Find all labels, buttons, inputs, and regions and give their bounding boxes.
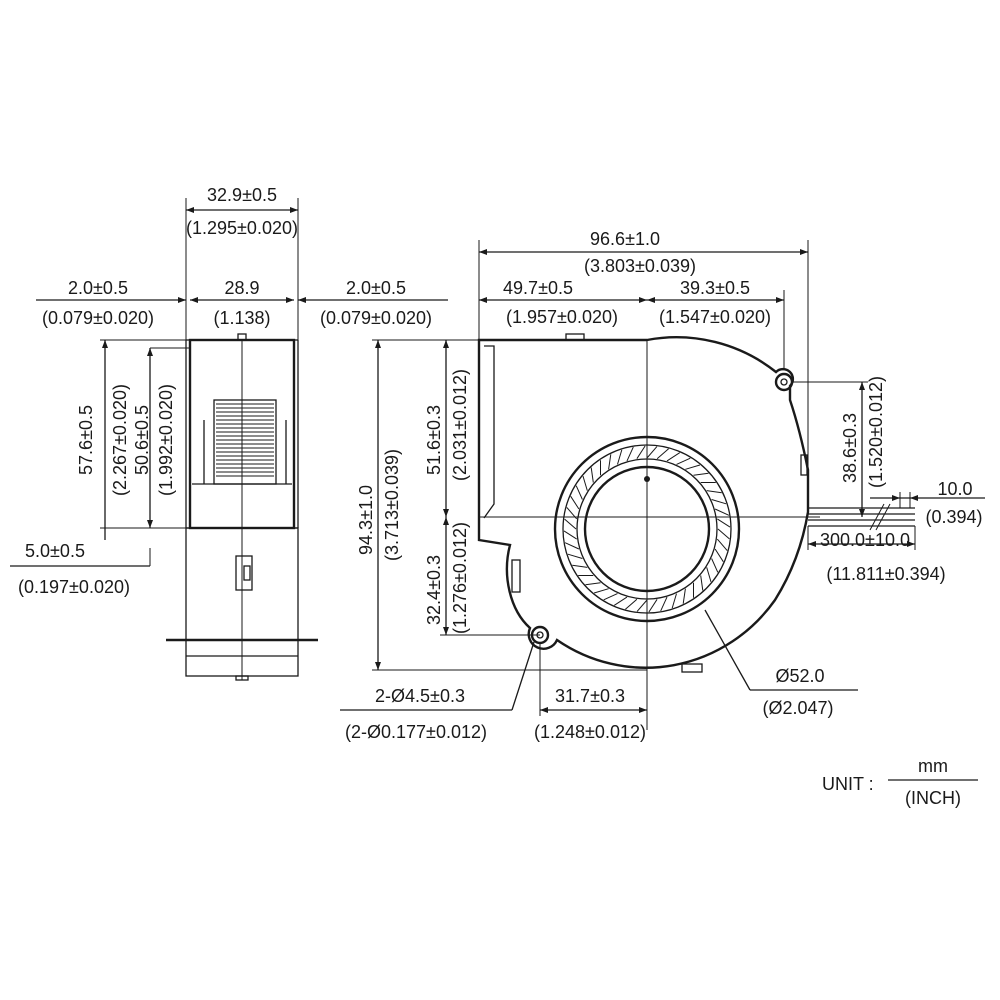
front-impeller-dia-in: (Ø2.047)	[762, 698, 833, 718]
side-right-flange-in: (0.079±0.020)	[320, 308, 432, 328]
impeller-blade	[682, 588, 686, 604]
front-hole-dia-in: (2-Ø0.177±0.012)	[345, 722, 487, 742]
impeller-blade	[666, 452, 680, 462]
impeller-blade	[711, 558, 719, 573]
side-left-flange-in: (0.079±0.020)	[42, 308, 154, 328]
impeller-blade	[567, 553, 583, 559]
side-bottom-offset-mm: 5.0±0.5	[25, 541, 85, 561]
side-overall-width-in: (1.295±0.020)	[186, 218, 298, 238]
impeller-blade	[636, 599, 648, 612]
impeller-blade	[706, 567, 712, 583]
impeller-blade	[685, 464, 701, 470]
front-lead-length-in: (11.811±0.394)	[826, 564, 945, 584]
side-right-flange-mm: 2.0±0.5	[346, 278, 406, 298]
front-lower-height-in: (1.276±0.012)	[450, 522, 470, 634]
units-legend: UNIT : mm (INCH)	[822, 756, 978, 808]
impeller-blade	[603, 593, 618, 601]
impeller-blade	[648, 599, 658, 613]
impeller-blade	[646, 446, 658, 459]
impeller-blade	[590, 467, 594, 483]
impeller-blade	[617, 449, 623, 465]
unit-inch: (INCH)	[905, 788, 961, 808]
front-overall-width-mm: 96.6±1.0	[590, 229, 660, 249]
side-inner-width-mm: 28.9	[224, 278, 259, 298]
front-hole-center-v-mm: 38.6±0.3	[840, 413, 860, 483]
front-upper-height-in: (2.031±0.012)	[450, 369, 470, 481]
impeller-blade	[717, 528, 730, 540]
unit-mm: mm	[918, 756, 948, 776]
impeller-blade	[716, 538, 728, 551]
side-left-flange-mm: 2.0±0.5	[68, 278, 128, 298]
impeller-blade	[570, 496, 580, 510]
impeller-blade	[714, 548, 724, 562]
impeller-blade	[693, 472, 709, 476]
side-height-outer-in: (2.267±0.020)	[110, 384, 130, 496]
front-overall-height-mm: 94.3±1.0	[356, 485, 376, 555]
impeller-blade	[660, 596, 668, 612]
front-hole-dia-mm: 2-Ø4.5±0.3	[375, 686, 465, 706]
impeller-blade	[706, 490, 722, 494]
impeller-blade	[608, 454, 612, 470]
side-inner-width-in: (1.138)	[213, 308, 270, 328]
side-bottom-offset-in: (0.197±0.020)	[18, 577, 130, 597]
impeller-blade	[626, 446, 634, 462]
side-view: 32.9±0.5 (1.295±0.020) 2.0±0.5 (0.079±0.…	[10, 185, 448, 681]
side-overall-width-mm: 32.9±0.5	[207, 185, 277, 205]
impeller-blade	[625, 598, 638, 610]
front-impeller-dia-mm: Ø52.0	[775, 666, 824, 686]
impeller-blade	[636, 445, 646, 459]
front-lead-strip-in: (0.394)	[925, 507, 982, 527]
side-coil-lines	[216, 403, 274, 477]
front-left-center-in: (1.957±0.020)	[506, 307, 618, 327]
front-center-hole-in: (1.547±0.020)	[659, 307, 771, 327]
front-overall-width-in: (3.803±0.039)	[584, 256, 696, 276]
front-hole-offset-in: (1.248±0.012)	[534, 722, 646, 742]
front-upper-height-mm: 51.6±0.3	[424, 405, 444, 475]
front-hole-center-v-in: (1.520±0.012)	[866, 376, 886, 488]
impeller-blade	[575, 485, 583, 500]
impeller-blade	[711, 499, 727, 505]
front-center-hole-mm: 39.3±0.5	[680, 278, 750, 298]
unit-label: UNIT :	[822, 774, 874, 794]
impeller-blade	[671, 593, 677, 609]
impeller-blade	[564, 518, 577, 530]
front-left-center-mm: 49.7±0.5	[503, 278, 573, 298]
front-lead-strip-mm: 10.0	[937, 479, 972, 499]
impeller-blade	[700, 575, 704, 591]
impeller-blade	[656, 448, 669, 460]
side-height-outer-mm: 57.6±0.5	[76, 405, 96, 475]
impeller-blade	[593, 588, 609, 594]
impeller-blade	[572, 564, 588, 568]
impeller-blade	[717, 518, 731, 528]
front-hole-offset-mm: 31.7±0.3	[555, 686, 625, 706]
side-height-inner-mm: 50.6±0.5	[132, 405, 152, 475]
impeller-blade	[585, 582, 601, 586]
front-lower-height-mm: 32.4±0.3	[424, 555, 444, 625]
impeller-blade	[582, 475, 588, 491]
impeller-blade	[614, 596, 628, 606]
impeller-blade	[676, 457, 691, 465]
front-overall-height-in: (3.713±0.039)	[382, 449, 402, 561]
front-view: 96.6±1.0 (3.803±0.039) 49.7±0.5 (1.957±0…	[340, 229, 985, 742]
front-lead-length-mm: 300.0±10.0	[820, 530, 910, 550]
side-height-inner-in: (1.992±0.020)	[156, 384, 176, 496]
impeller-blade	[714, 508, 730, 516]
impeller-blade	[563, 530, 577, 540]
impeller-blade	[564, 542, 580, 550]
